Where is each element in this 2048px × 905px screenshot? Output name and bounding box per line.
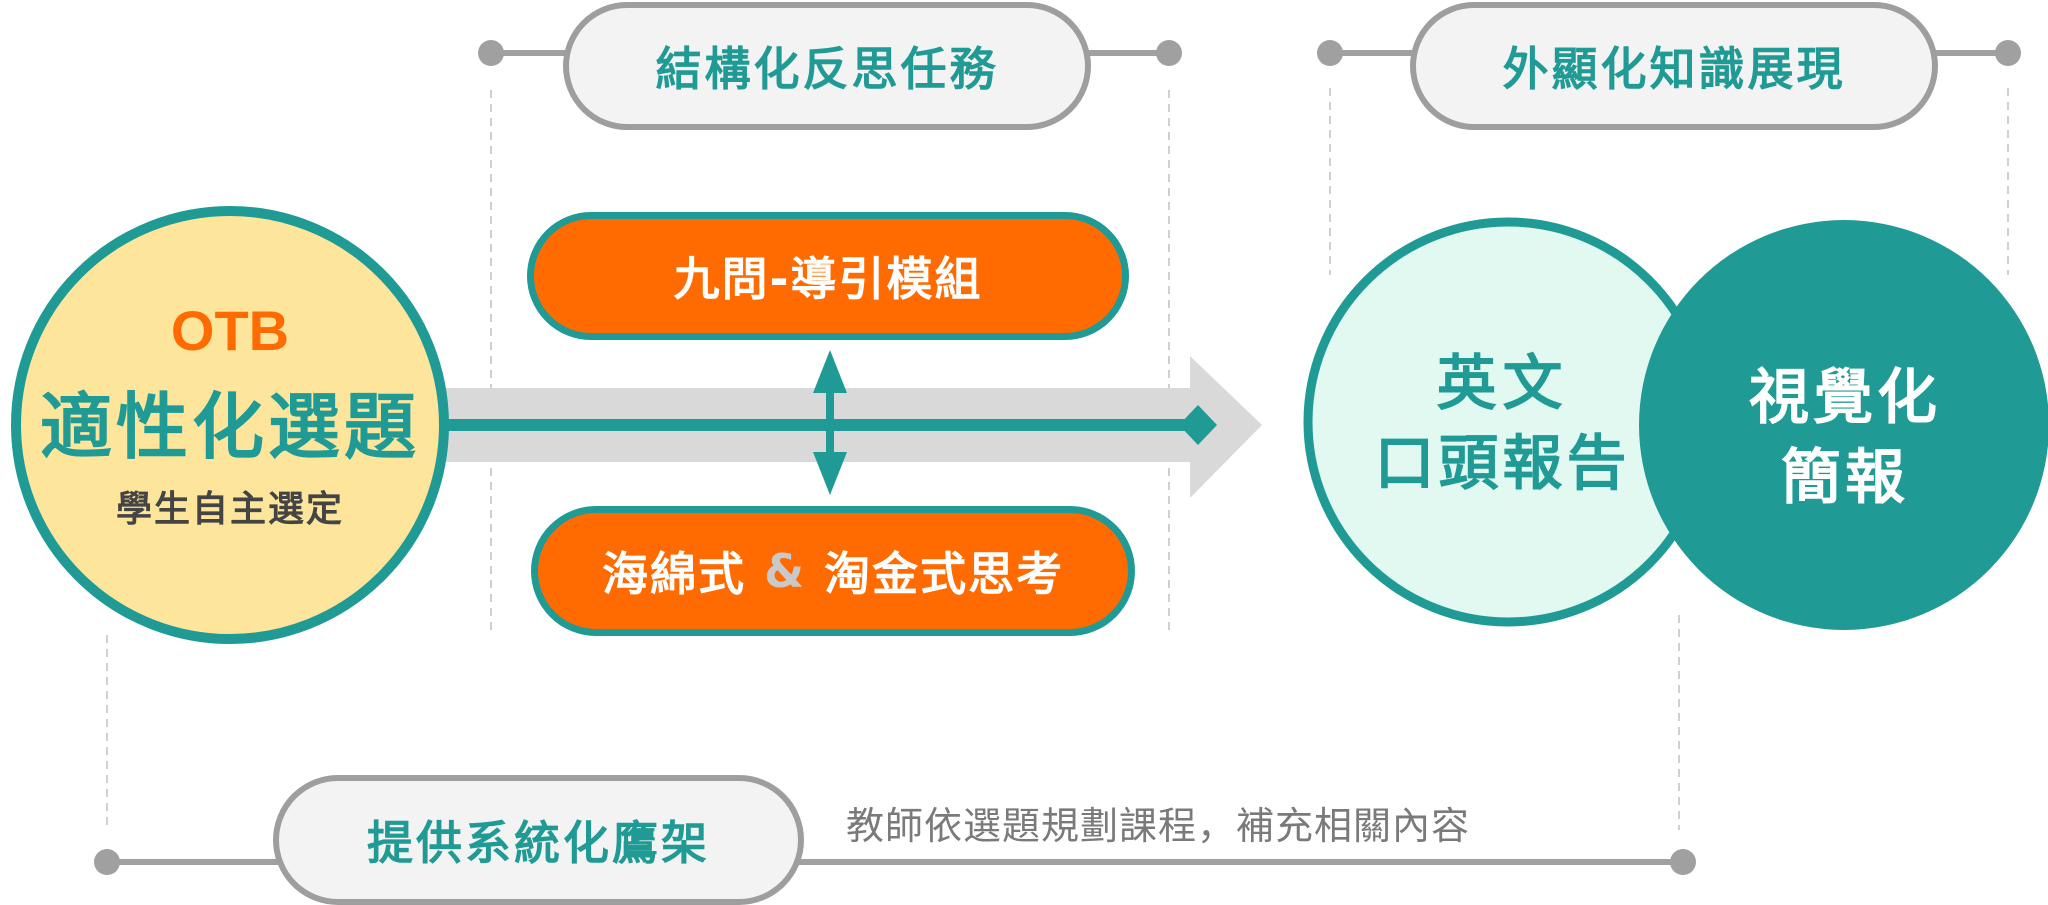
bottom-label-pill: 提供系統化鷹架 <box>273 775 804 905</box>
diamond-arrowhead <box>1179 405 1217 445</box>
bottom-caption: 教師依選題規劃課程，補充相關內容 <box>846 803 1471 848</box>
left-circle-title: 適性化選題 <box>39 384 420 469</box>
module-bottom-text-2: 淘金式思考 <box>824 547 1065 601</box>
visual-slides-line2: 簡報 <box>1781 442 1909 513</box>
dot-bottom-b <box>1670 849 1696 875</box>
ampersand: & <box>763 544 807 598</box>
module-bottom-pill: 海綿式 & 淘金式思考 <box>531 506 1135 636</box>
right-circle-dark <box>1639 220 2048 630</box>
dot-top-left-a <box>478 40 504 66</box>
dashed-guides <box>106 88 2009 830</box>
otb-acronym: OTB <box>170 298 290 362</box>
module-top-pill: 九問-導引模組 <box>527 212 1129 340</box>
dot-top-right-a <box>1317 40 1343 66</box>
oral-report-line2: 口頭報告 <box>1374 428 1631 499</box>
left-circle <box>11 206 449 644</box>
double-arrow-head-down <box>813 452 847 495</box>
double-arrow-shaft <box>826 385 834 460</box>
dot-top-left-b <box>1156 40 1182 66</box>
left-circle-subtitle: 學生自主選定 <box>115 488 344 530</box>
module-bottom-text-1: 海綿式 <box>601 547 746 601</box>
bottom-label-text: 提供系統化鷹架 <box>367 816 710 870</box>
visual-slides-line1: 視覺化 <box>1749 362 1941 433</box>
module-top-text: 九問-導引模組 <box>673 252 983 306</box>
top-label-left-pill: 結構化反思任務 <box>563 2 1091 130</box>
oral-report-line1: 英文 <box>1436 348 1569 419</box>
top-label-right-text: 外顯化知識展現 <box>1502 42 1846 96</box>
top-label-right-pill: 外顯化知識展現 <box>1410 2 1938 130</box>
flow-arrow-teal-shaft <box>440 419 1185 431</box>
dot-top-right-b <box>1995 40 2021 66</box>
double-arrow <box>813 350 847 495</box>
bracket-dots <box>94 40 2021 875</box>
top-label-left-text: 結構化反思任務 <box>655 42 999 96</box>
flow-arrow-teal <box>440 405 1217 445</box>
double-arrow-head-up <box>813 350 847 393</box>
dot-bottom-a <box>94 849 120 875</box>
